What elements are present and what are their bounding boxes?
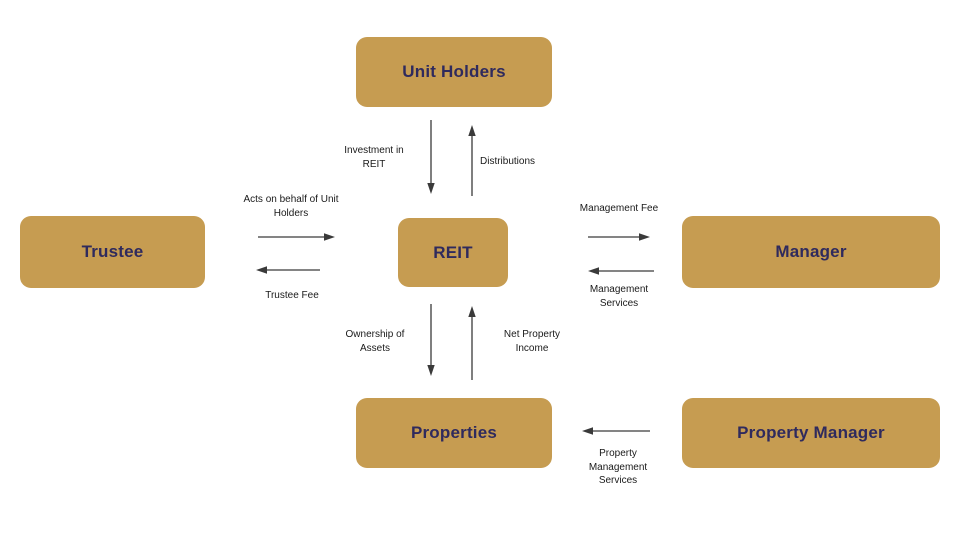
node-properties[interactable]: Properties bbox=[356, 398, 552, 468]
node-property-manager[interactable]: Property Manager bbox=[682, 398, 940, 468]
edge-label-management-services: Management Services bbox=[589, 284, 649, 309]
edge-label-distributions: Distributions bbox=[480, 156, 536, 167]
node-reit[interactable]: REIT bbox=[398, 218, 508, 287]
edge-label-property-mgmt-services: Property Management Services bbox=[588, 448, 648, 486]
edge-label-ownership-of-assets: Ownership of Assets bbox=[345, 329, 405, 354]
edge-label-acts-on-behalf: Acts on behalf of Unit Holders bbox=[243, 194, 339, 219]
connector-property-mgmt-services bbox=[580, 423, 654, 439]
edge-label-management-fee: Management Fee bbox=[579, 203, 659, 214]
connector-net-property-income bbox=[464, 302, 480, 382]
node-trustee-label: Trustee bbox=[81, 242, 144, 262]
node-reit-label: REIT bbox=[433, 242, 473, 262]
node-unit-holders-label: Unit Holders bbox=[402, 62, 506, 82]
node-trustee[interactable]: Trustee bbox=[20, 216, 205, 288]
node-properties-label: Properties bbox=[410, 423, 498, 443]
connector-distributions bbox=[464, 122, 480, 198]
edge-label-trustee-fee: Trustee Fee bbox=[265, 290, 319, 301]
connector-acts-on-behalf bbox=[256, 229, 340, 245]
node-property-manager-label: Property Manager bbox=[737, 423, 885, 443]
edge-label-net-property-income: Net Property Income bbox=[503, 329, 561, 354]
node-unit-holders[interactable]: Unit Holders bbox=[356, 37, 552, 107]
node-manager-label: Manager bbox=[775, 242, 847, 262]
edge-label-investment-in-reit: Investment in REIT bbox=[344, 145, 404, 170]
connector-management-services bbox=[586, 263, 658, 279]
connector-management-fee bbox=[586, 229, 656, 245]
connector-trustee-fee bbox=[254, 262, 324, 278]
node-manager[interactable]: Manager bbox=[682, 216, 940, 288]
